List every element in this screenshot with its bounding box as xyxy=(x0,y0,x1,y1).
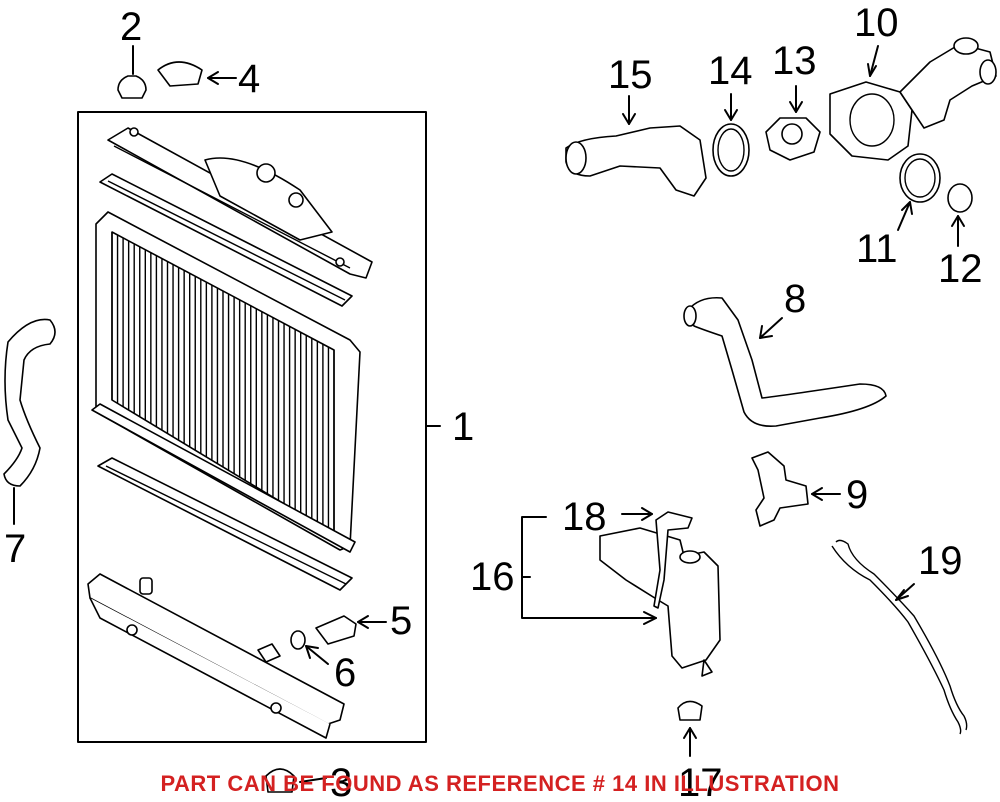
reservoir-dipstick xyxy=(653,511,693,609)
callout-12: 12 xyxy=(938,247,983,291)
water-inlet-pipe xyxy=(565,125,707,197)
reservoir-grommet xyxy=(677,700,703,721)
callout-4: 4 xyxy=(238,57,260,101)
callout-8: 8 xyxy=(784,277,806,321)
callout-19: 19 xyxy=(918,539,963,583)
drain-o-ring xyxy=(290,630,306,650)
callout-15: 15 xyxy=(608,53,653,97)
outlet-o-ring xyxy=(899,153,941,203)
callout-7: 7 xyxy=(4,527,26,571)
radiator-core xyxy=(91,211,361,553)
reference-caption: PART CAN BE FOUND AS REFERENCE # 14 IN I… xyxy=(160,771,839,796)
callout-9: 9 xyxy=(846,473,868,517)
callout-5: 5 xyxy=(390,599,412,643)
overflow-hose xyxy=(835,539,968,731)
small-o-ring xyxy=(947,183,973,213)
grommet-bottom xyxy=(265,768,295,793)
upper-tank xyxy=(107,127,373,279)
callout-14: 14 xyxy=(708,49,753,93)
callout-13: 13 xyxy=(772,39,817,83)
callout-11: 11 xyxy=(856,227,898,271)
thermostat-gasket xyxy=(712,123,750,177)
lower-radiator-hose xyxy=(3,318,56,487)
callout-2: 2 xyxy=(120,5,142,49)
callout-17: 17 xyxy=(678,761,723,802)
grommet-top xyxy=(117,75,147,99)
water-outlet-housing xyxy=(829,37,997,161)
lower-tank xyxy=(87,573,345,739)
thermostat xyxy=(765,117,821,161)
callout-18: 18 xyxy=(562,495,607,539)
callout-1: 1 xyxy=(452,405,474,449)
radiator-cap xyxy=(157,61,203,87)
callout-16: 16 xyxy=(470,555,515,599)
callout-10: 10 xyxy=(854,1,899,45)
upper-radiator-hose xyxy=(687,296,887,428)
drain-cock xyxy=(315,615,357,645)
hose-bracket xyxy=(751,451,809,527)
callout-3: 3 xyxy=(330,761,352,802)
callout-6: 6 xyxy=(334,651,356,695)
